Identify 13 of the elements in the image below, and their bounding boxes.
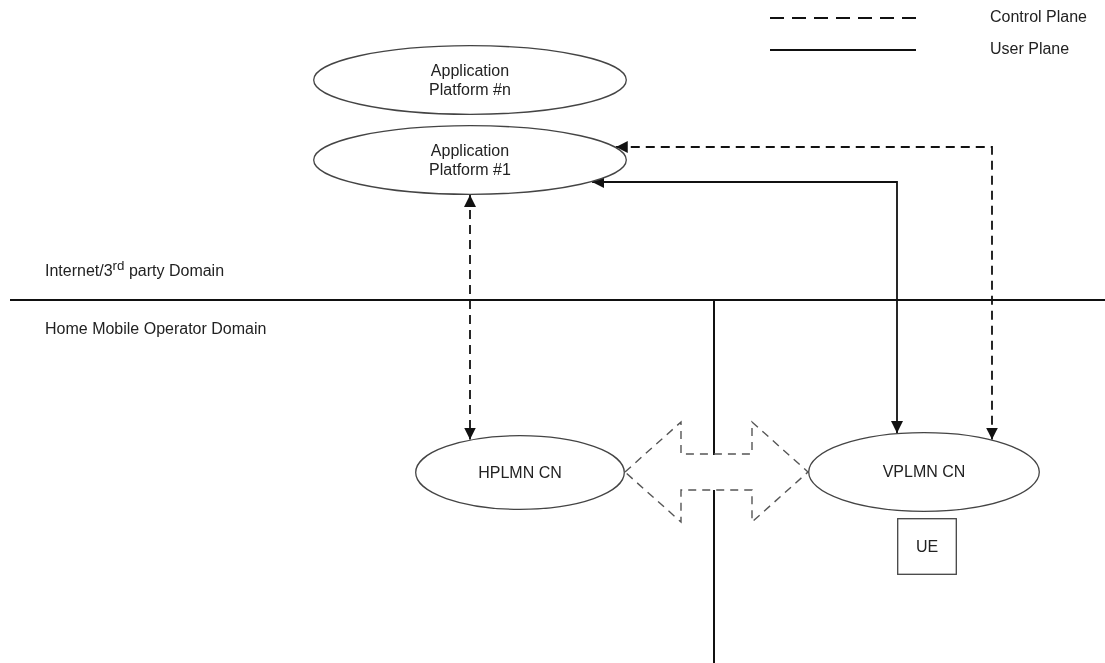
device-box: UE <box>897 518 957 575</box>
platform-ellipse: Application Platform #1 <box>313 125 627 195</box>
block-arrow <box>623 420 810 524</box>
arrow <box>614 141 998 441</box>
network-ellipse: VPLMN CN <box>808 432 1040 512</box>
domain-label: Internet/3$^{rd}$ party Domain <box>45 258 225 281</box>
legend-label: Control Plane <box>990 8 1087 26</box>
domain-label: Home Mobile Operator Domain <box>45 320 267 338</box>
network-ellipse: HPLMN CN <box>415 435 625 510</box>
arrow <box>591 176 903 434</box>
platform-ellipse: Application Platform #n <box>313 45 627 115</box>
legend-label: User Plane <box>990 40 1070 58</box>
arrow <box>464 194 476 441</box>
